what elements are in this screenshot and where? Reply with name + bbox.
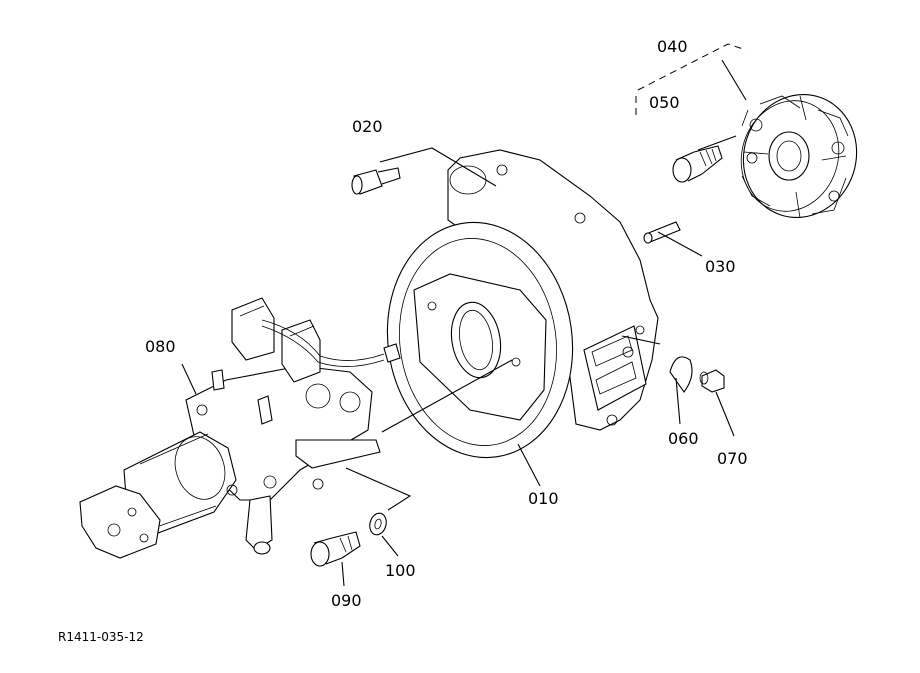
coupling-drawing: [740, 93, 858, 219]
label-060: 060: [668, 429, 699, 448]
pin-030-drawing: [643, 221, 681, 244]
bolt-020-drawing: [351, 167, 401, 195]
label-050: 050: [649, 93, 680, 112]
washer-100-drawing: [369, 512, 387, 536]
label-010: 010: [528, 489, 559, 508]
label-020: 020: [352, 117, 383, 136]
label-040: 040: [657, 37, 688, 56]
plug-070-drawing: [699, 369, 725, 393]
label-100: 100: [385, 561, 416, 580]
label-070: 070: [717, 449, 748, 468]
housing-drawing: [386, 149, 659, 459]
pump-assembly-drawing: [79, 297, 401, 559]
reference-code: R1411-035-12: [58, 630, 144, 644]
part-labels: 040 050 020 030 080 060 070 010 100 090: [145, 37, 748, 610]
bolt-090-drawing: [310, 531, 361, 567]
label-080: 080: [145, 337, 176, 356]
label-090: 090: [331, 591, 362, 610]
leader-lines: [181, 43, 747, 587]
cap-060-drawing: [669, 356, 693, 393]
bolt-050-drawing: [672, 145, 723, 183]
label-030: 030: [705, 257, 736, 276]
